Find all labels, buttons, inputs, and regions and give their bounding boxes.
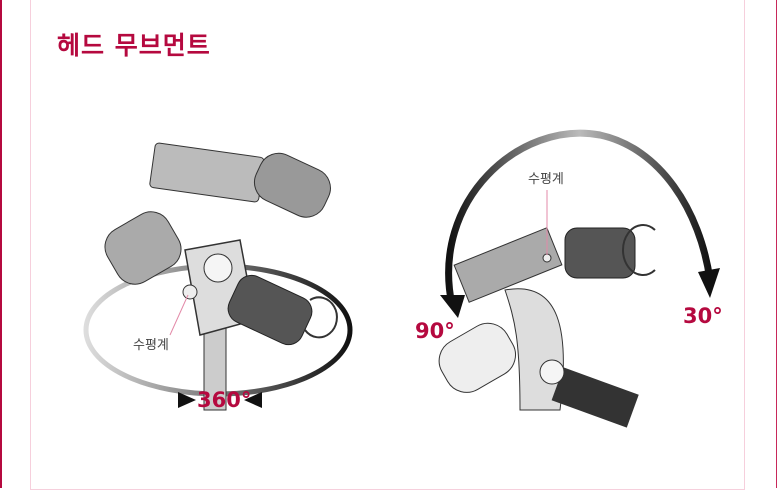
rotate-arrow-icon <box>622 224 656 276</box>
scale-dial <box>539 359 565 385</box>
scale-dial <box>203 253 233 283</box>
rotation-degree-label: 360° <box>197 388 252 412</box>
arrow-left-icon <box>244 392 262 408</box>
level-label-right: 수평계 <box>528 172 564 187</box>
arrow-right-icon <box>178 392 196 408</box>
leader-line <box>169 294 189 336</box>
level-bubble-icon <box>542 253 552 263</box>
tilt-arc <box>445 129 714 306</box>
handle-left <box>104 211 182 285</box>
tilt-figure <box>438 129 720 428</box>
rotate-arrow-icon <box>304 296 338 339</box>
tilt-back-degree-label: 90° <box>415 319 455 343</box>
handle-front <box>564 227 636 279</box>
quick-release-plate <box>149 142 265 203</box>
handle-right <box>253 152 331 218</box>
tilt-forward-degree-label: 30° <box>683 304 723 328</box>
handle-bottom <box>551 367 639 428</box>
arrow-down-left-icon <box>440 295 465 318</box>
pan-rotation-figure <box>83 142 353 411</box>
level-label-left: 수평계 <box>133 338 169 353</box>
quick-release-plate <box>453 227 563 303</box>
page-title: 헤드 무브먼트 <box>57 31 211 60</box>
handle-left <box>438 322 516 393</box>
arrow-down-right-icon <box>698 268 720 298</box>
level-bubble-icon <box>182 284 198 300</box>
handle-front <box>227 274 313 346</box>
left-border <box>0 0 2 488</box>
